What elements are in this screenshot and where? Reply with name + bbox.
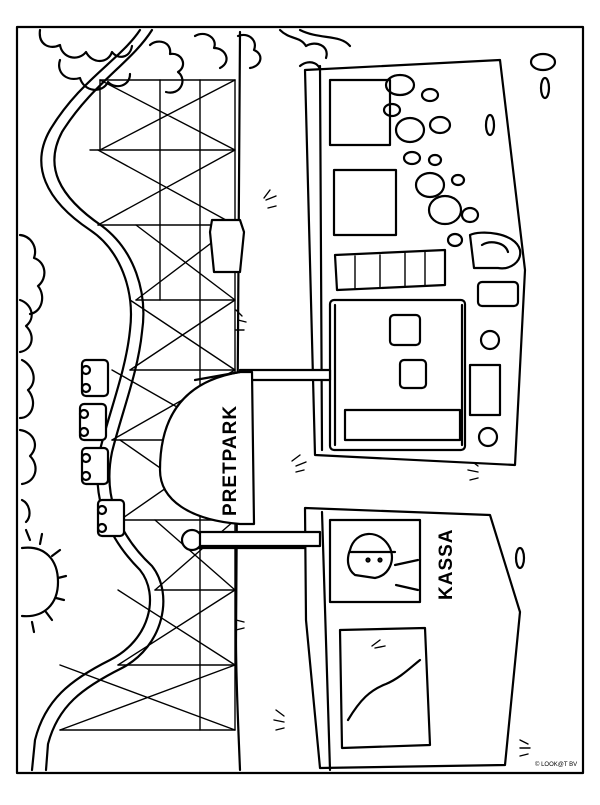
kassa-booth: [303, 506, 522, 772]
sun: [20, 528, 68, 634]
coaster-carts: [78, 358, 126, 538]
copyright-notice: © LOOK@T BV: [535, 761, 577, 768]
clouds-right: [484, 52, 557, 570]
pretpark-sign-structure: [158, 368, 332, 552]
sign-post: [198, 530, 322, 548]
bushes-left: [18, 233, 46, 524]
tram-bubbles: [382, 73, 480, 248]
bushes-top: [38, 28, 328, 94]
tram: [303, 58, 527, 467]
pretpark-sign-text: PRETPARK: [220, 405, 241, 516]
roller-coaster: [30, 28, 236, 772]
page-frame: [15, 25, 585, 775]
kassa-sign-text: KASSA: [436, 528, 457, 600]
distant-kiosk: [208, 218, 246, 274]
cashier: [346, 532, 420, 592]
